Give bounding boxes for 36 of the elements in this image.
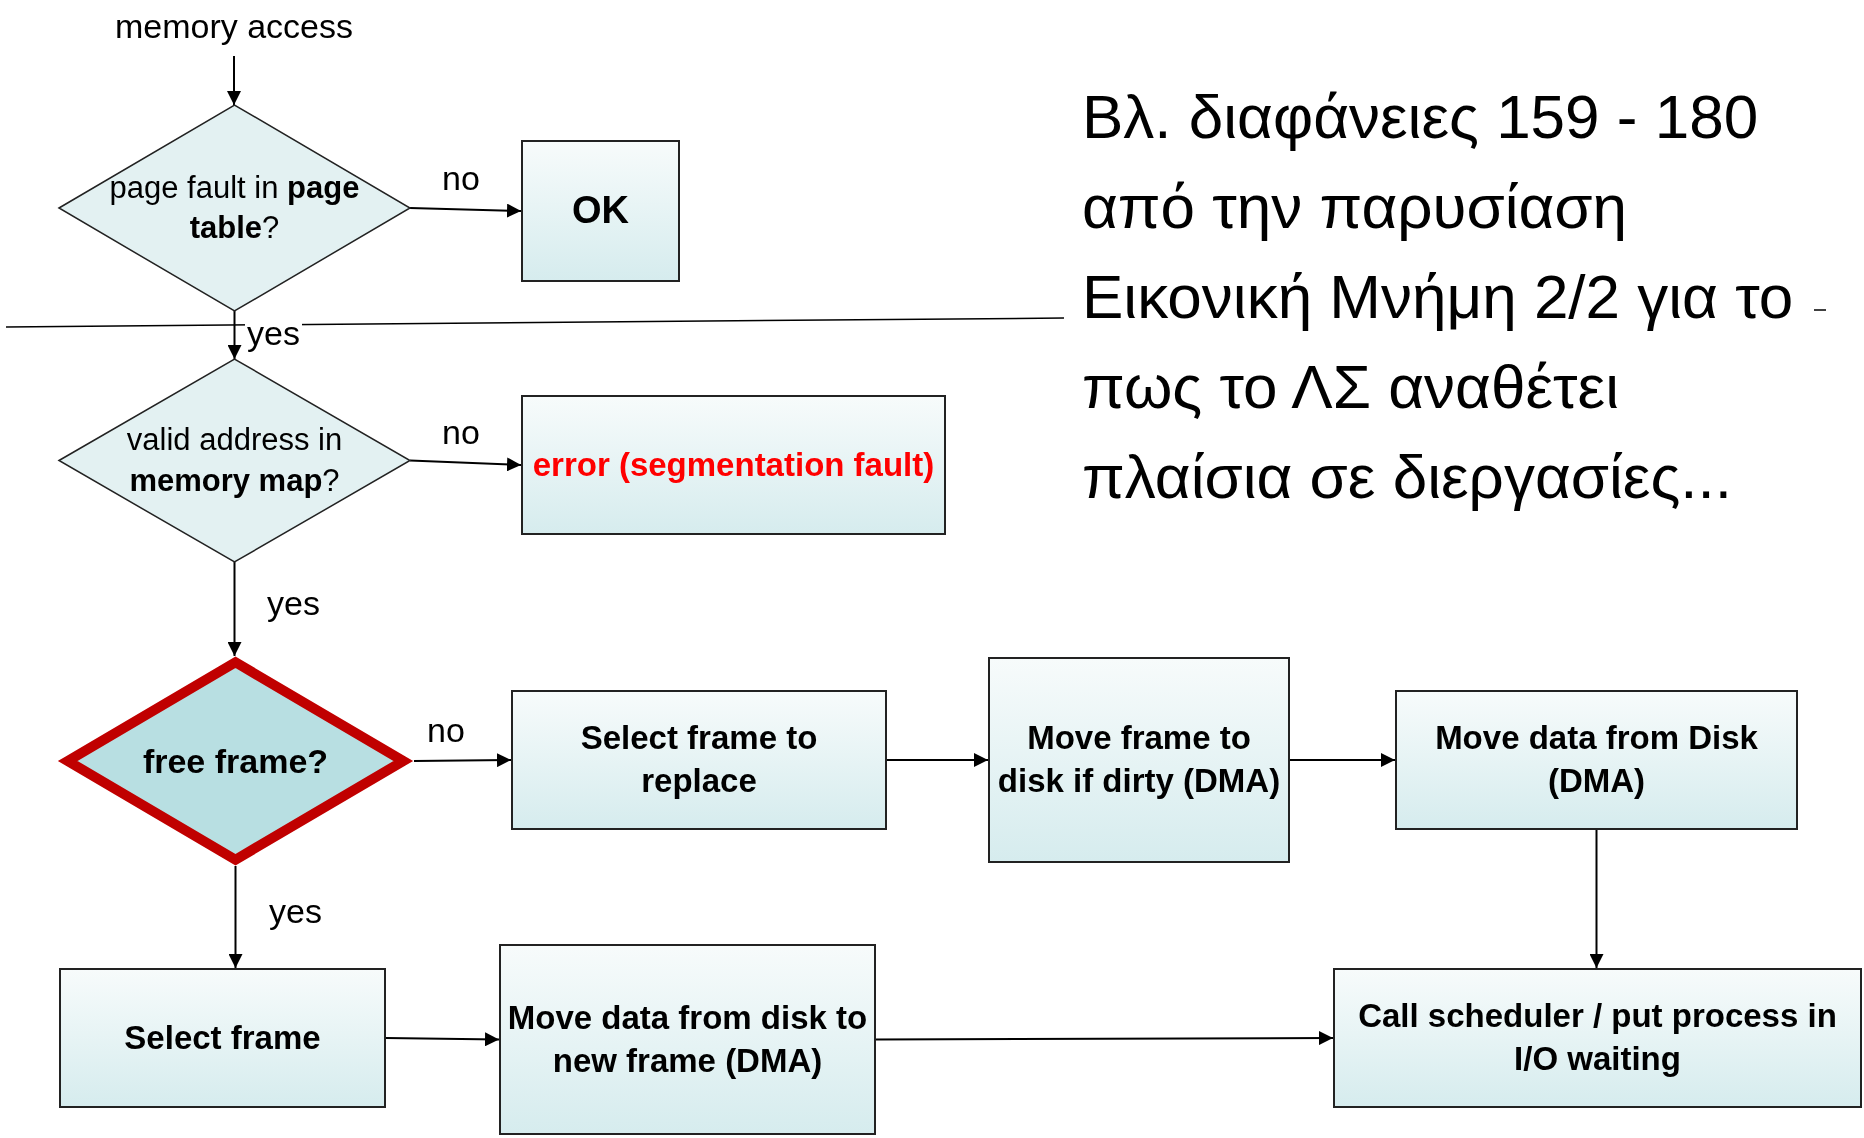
process-box [59,968,386,1108]
arrow [227,561,242,657]
arrow [1589,829,1604,969]
node-text: OK [572,188,629,234]
error-box [521,395,946,535]
process-box [1395,690,1798,830]
decision-diamond [57,656,414,866]
node-text: Move data from disk to new frame (DMA) [507,997,868,1081]
arrow [1289,753,1396,767]
node-text: free frame? [142,740,329,782]
arrow [228,865,243,969]
arrow [409,203,522,218]
process-box [521,140,680,282]
node-text: Select frame to replace [579,718,819,801]
node-text: page fault in page table? [108,168,361,247]
node-text: Move data from Disk (DMA) [1434,718,1759,801]
caption-text: memory access [114,5,354,47]
process-box [1333,968,1862,1108]
note-text: Βλ. διαφάνειες 159 - 180 από την παρυσίαση Εικονική Μνήμη 2/2 για το πως το ΛΣ αναθέτει πλαίσια σε διεργασίες... [1082,81,1795,513]
decision-diamond [59,359,410,562]
node-text: error (segmentation fault) [532,444,935,485]
process-box [988,657,1290,863]
process-box [499,944,876,1135]
arrow [875,1031,1334,1046]
process-box [511,690,887,830]
node-text: Move frame to disk if dirty (DMA) [996,718,1282,801]
arrow [385,1032,500,1047]
node-text: valid address in memory map? [125,421,344,500]
decision-diamond [59,105,410,311]
node-text: Select frame [124,1017,321,1058]
arrow [886,753,989,767]
arrow [227,310,242,360]
arrow [413,753,512,768]
node-text: Call scheduler / put process in I/O waiting [1357,996,1838,1079]
arrow [409,457,522,472]
arrow [227,55,241,106]
